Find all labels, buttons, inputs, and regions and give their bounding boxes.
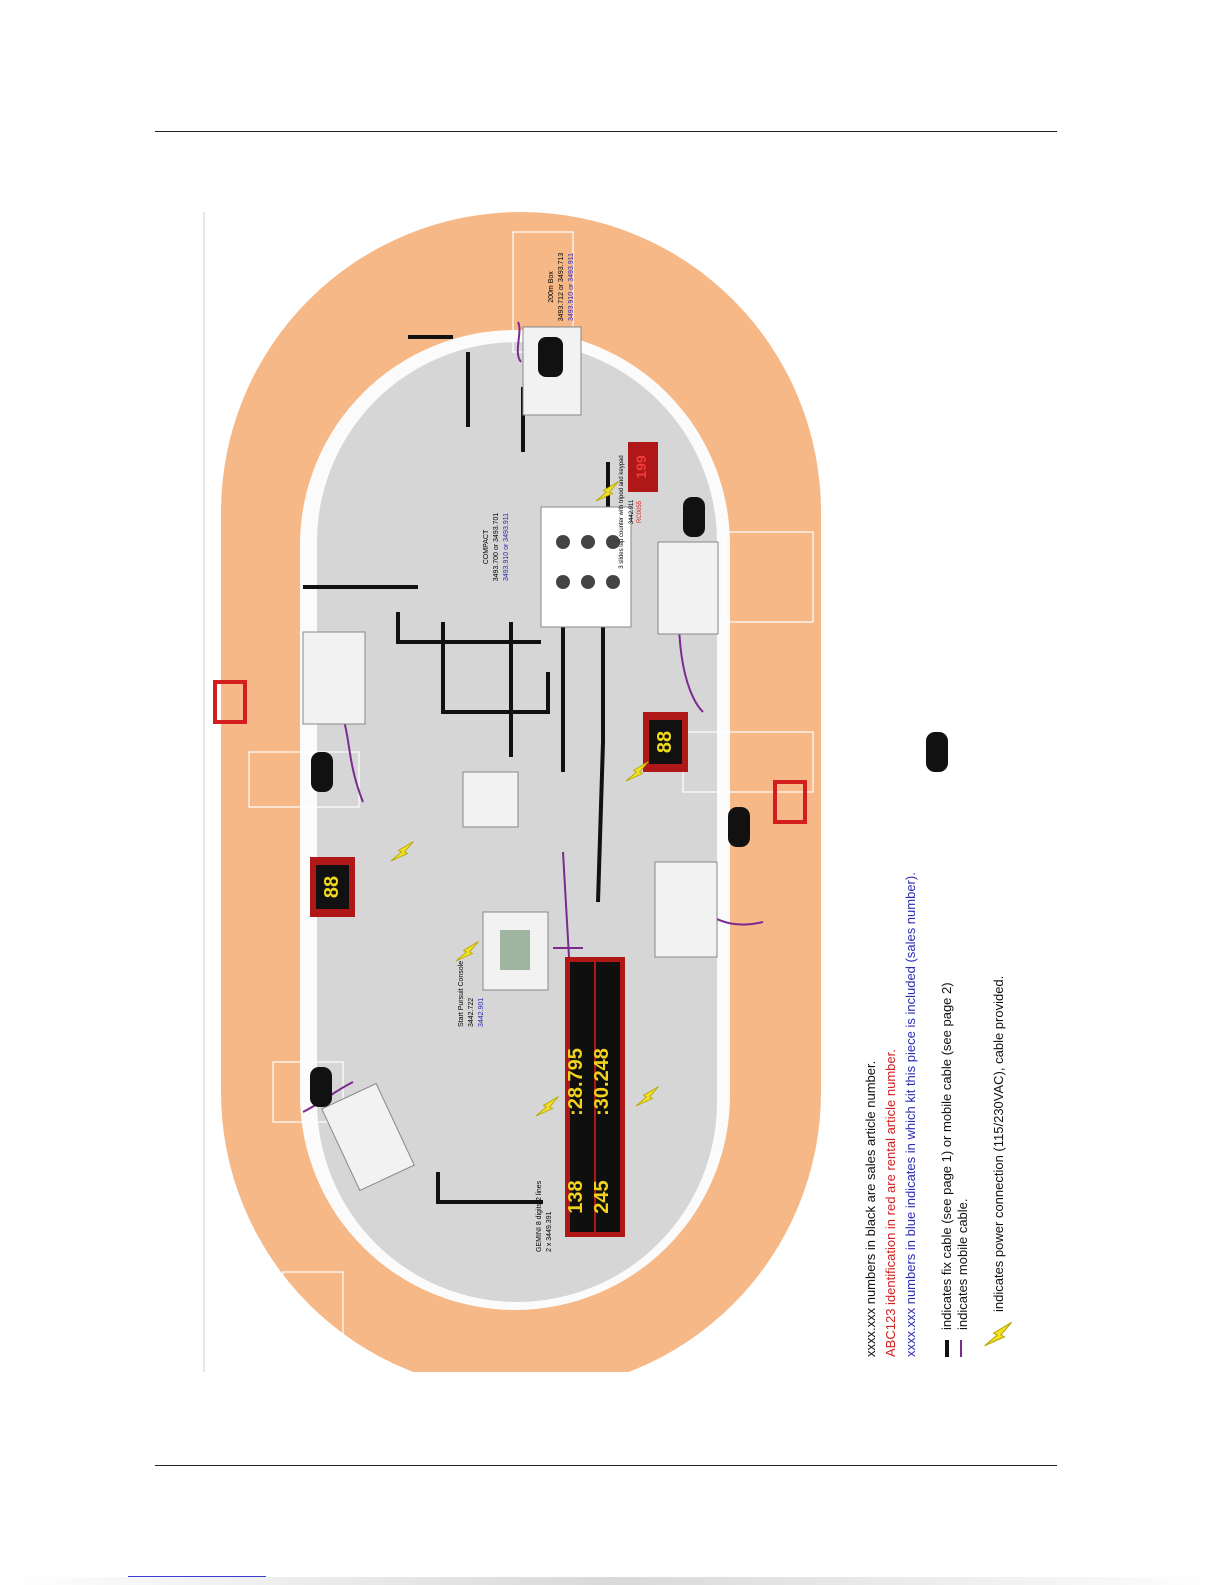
lap-counter-number: 3442.911 xyxy=(629,499,635,524)
gemini-name: GEMINI 8 digits 2 lines xyxy=(536,1180,543,1252)
legend: xxxx.xxx numbers in black are sales arti… xyxy=(863,872,1006,1357)
start-pursuit-box xyxy=(462,771,519,828)
pursuit-a-box xyxy=(654,861,718,958)
box-200m: 200m Box 3493.712 or 3493.713 3493.910 o… xyxy=(522,253,582,416)
legend-mobile-cable: indicates mobile cable. xyxy=(955,1198,970,1330)
gemini-line1: :28.795 xyxy=(565,1048,587,1116)
lap-counter-rental: RC0055 xyxy=(637,500,643,523)
legend-fix-cable: indicates fix cable (see page 1) or mobi… xyxy=(939,982,954,1330)
legend-rental: ABC123 identification in red are rental … xyxy=(883,1049,898,1357)
transponder-decoder-4 xyxy=(310,1067,332,1107)
legend-kit: xxxx.xxx numbers in blue indicates in wh… xyxy=(903,872,918,1357)
transponder-decoder-2 xyxy=(311,752,333,792)
footer-link-underline xyxy=(128,1576,266,1577)
fix-cables xyxy=(303,335,610,1204)
lap-counter-name: 3 slides lap counter with tripod and key… xyxy=(619,455,625,568)
starting-gate-left xyxy=(213,680,247,724)
header-rule xyxy=(155,131,1057,132)
gemini-number: 2 x 3449.391 xyxy=(546,1211,553,1252)
compact-number: 3493.700 or 3493.701 xyxy=(493,513,500,582)
tracker-right-digits: 88 xyxy=(654,731,676,753)
box-200m-number: 3493.712 or 3493.713 xyxy=(558,253,565,322)
finish-box xyxy=(657,541,719,635)
box-100m xyxy=(321,1082,415,1192)
gemini-lap1: 138 xyxy=(565,1180,587,1213)
legend-power: indicates power connection (115/230VAC),… xyxy=(991,976,1006,1312)
pursuit-b-box xyxy=(302,631,366,725)
gemini-board: :28.795 :30.248 138 245 GEMINI 8 digits … xyxy=(536,957,625,1252)
starting-gate-right xyxy=(773,780,807,824)
start-pursuit-console-name: Start Pursuit Console xyxy=(458,961,465,1027)
velodrome-layout-diagram: 200m Box 3493.712 or 3493.713 3493.910 o… xyxy=(203,212,1013,1372)
legend-sales: xxxx.xxx numbers in black are sales arti… xyxy=(863,1061,878,1357)
gemini-lap2: 245 xyxy=(591,1180,613,1213)
transponder-decoder-legend xyxy=(926,732,948,772)
legend-power-bolt xyxy=(984,1321,1013,1347)
box-200m-name: 200m Box xyxy=(548,271,555,303)
compact-name: COMPACT xyxy=(483,529,490,564)
compact-kit: 3493.910 or 3493.911 xyxy=(503,513,510,581)
footer-rule xyxy=(155,1465,1057,1466)
tracker-right: 88 xyxy=(643,712,688,772)
start-pursuit-console-kit: 3442.901 xyxy=(478,998,485,1027)
transponder-decoder-3 xyxy=(728,807,750,847)
lap-counter: 199 3 slides lap counter with tripod and… xyxy=(619,442,658,569)
compact-unit: COMPACT 3493.700 or 3493.701 3493.910 or… xyxy=(483,506,632,628)
tracker-left: 88 xyxy=(310,857,355,917)
lap-counter-digits: 199 xyxy=(633,455,649,479)
start-pursuit-console: Start Pursuit Console 3442.722 3442.901 xyxy=(458,911,549,1027)
start-pursuit-console-number: 3442.722 xyxy=(468,998,475,1027)
gemini-line2: :30.248 xyxy=(591,1048,613,1116)
box-200m-kit: 3493.910 or 3493.911 xyxy=(568,253,575,321)
footer-strip xyxy=(0,1577,1225,1585)
transponder-decoder-1 xyxy=(683,497,705,537)
tracker-left-digits: 88 xyxy=(321,876,343,898)
